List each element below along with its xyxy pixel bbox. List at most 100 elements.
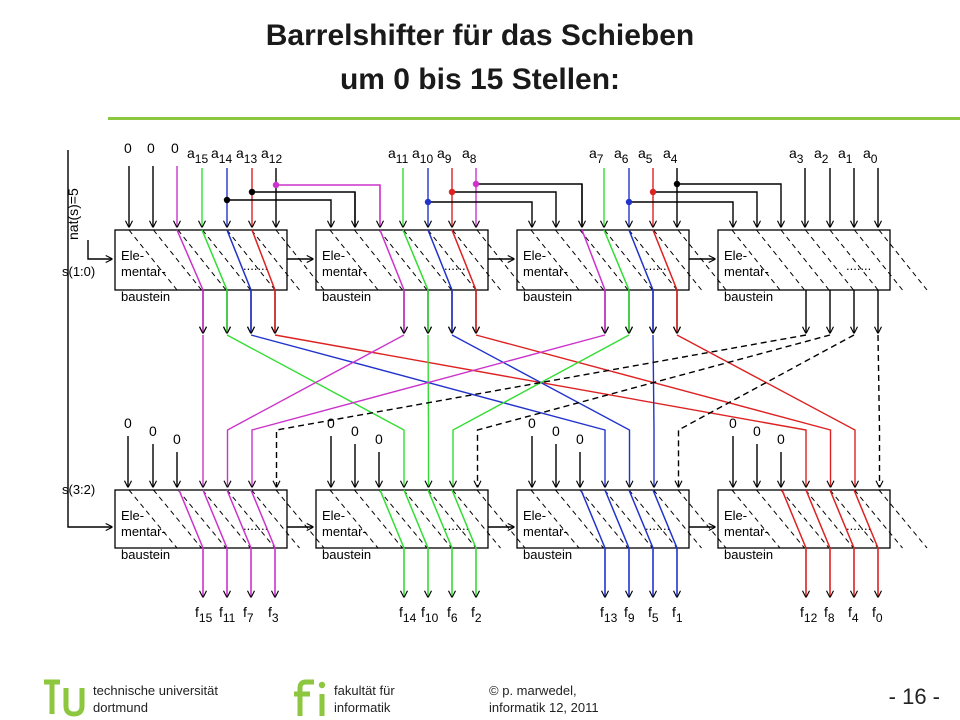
- block-label-line3: baustein: [121, 547, 170, 562]
- input-label-a7: a7: [589, 145, 604, 166]
- internal-dashed-line: [677, 229, 727, 291]
- internal-dashed-line: [756, 229, 805, 291]
- colored-path-top-2-0: [581, 229, 606, 291]
- internal-dashed-line: [452, 229, 501, 291]
- colored-path-bottom-3-2: [829, 489, 855, 549]
- block-label-line2: mentar-: [523, 264, 568, 279]
- junction-dot: [625, 198, 633, 206]
- block-label-line3: baustein: [322, 289, 371, 304]
- internal-dashed-line: [251, 229, 300, 291]
- faculty-name: fakultät für informatik: [334, 683, 395, 715]
- colored-path-top-0-0: [176, 229, 204, 291]
- colored-path-top-1-0: [379, 229, 405, 291]
- block-label-line1: Ele-: [121, 248, 144, 263]
- zero-label-bottom: 0: [124, 415, 132, 431]
- title-line-1: Barrelshifter für das Schieben: [265, 19, 695, 52]
- block-label-line2: mentar-: [523, 524, 568, 539]
- internal-dashed-line: [403, 229, 452, 291]
- internal-dashed-line: [854, 489, 903, 549]
- input-label-a12: a12: [261, 145, 282, 166]
- university-name: technische universität dortmund: [93, 683, 219, 715]
- colored-path-top-0-1: [201, 229, 228, 291]
- internal-dashed-line: [476, 489, 526, 549]
- block-label-line3: baustein: [322, 547, 371, 562]
- input-label-zero: 0: [124, 140, 132, 156]
- input-label-a0: a0: [863, 145, 878, 166]
- colored-path-bottom-2-1: [604, 489, 630, 549]
- junction-dot: [448, 188, 456, 196]
- internal-dashed-line: [653, 489, 702, 549]
- internal-dashed-line: [226, 489, 276, 549]
- internal-dashed-line: [251, 489, 300, 549]
- output-label-f8: f8: [824, 604, 835, 625]
- input-label-a15: a15: [187, 145, 208, 166]
- internal-dashed-line: [476, 229, 526, 291]
- block-label-line3: baustein: [121, 289, 170, 304]
- colored-path-bottom-2-2: [628, 489, 654, 549]
- colored-path-bottom-3-3: [853, 489, 879, 549]
- internal-dashed-line: [780, 489, 830, 549]
- zero-label-bottom: 0: [375, 431, 383, 447]
- control-line-s10: [87, 240, 112, 259]
- internal-dashed-line: [829, 229, 879, 291]
- output-label-f1: f1: [672, 604, 683, 625]
- colored-path-bottom-0-1: [202, 489, 228, 549]
- shuffle-wire-0-3: [274, 334, 806, 487]
- zero-label-bottom: 0: [552, 423, 560, 439]
- colored-path-bottom-2-0: [580, 489, 606, 549]
- input-label-a6: a6: [614, 145, 629, 166]
- internal-dashed-line: [780, 229, 830, 291]
- control-line-s32: [67, 150, 112, 527]
- shuffle-wire-3-2: [679, 334, 855, 487]
- input-branch-a5: [653, 191, 757, 227]
- output-label-f5: f5: [648, 604, 659, 625]
- output-label-f15: f15: [195, 604, 213, 625]
- input-label-a11: a11: [388, 145, 409, 166]
- zero-label-bottom: 0: [327, 415, 335, 431]
- output-label-f11: f11: [219, 604, 236, 625]
- junction-dot: [223, 196, 231, 204]
- block-dots: .......: [645, 518, 670, 533]
- block-label-line2: mentar-: [724, 524, 769, 539]
- input-branch-a9: [452, 191, 556, 227]
- internal-dashed-line: [731, 489, 781, 549]
- junction-dot: [424, 198, 432, 206]
- zero-label-bottom: 0: [173, 431, 181, 447]
- internal-dashed-line: [329, 229, 379, 291]
- colored-path-top-2-2: [628, 229, 654, 291]
- internal-dashed-line: [128, 489, 178, 549]
- zero-label-bottom: 0: [729, 415, 737, 431]
- internal-dashed-line: [177, 229, 227, 291]
- output-label-f14: f14: [399, 604, 417, 625]
- junction-dot: [673, 180, 681, 188]
- block-label-line3: baustein: [724, 289, 773, 304]
- internal-dashed-line: [756, 489, 805, 549]
- junction-dot: [649, 188, 657, 196]
- internal-dashed-line: [878, 489, 928, 549]
- internal-dashed-line: [275, 489, 325, 549]
- input-branch-a8: [476, 183, 583, 227]
- output-label-f3: f3: [268, 604, 279, 625]
- junction-dot: [248, 188, 256, 196]
- colored-path-bottom-1-1: [403, 489, 429, 549]
- block-label-line2: mentar-: [322, 264, 367, 279]
- internal-dashed-line: [177, 489, 227, 549]
- block-dots: .......: [444, 518, 469, 533]
- block-label-line1: Ele-: [322, 508, 345, 523]
- internal-dashed-line: [555, 489, 604, 549]
- internal-dashed-line: [653, 229, 702, 291]
- colored-path-top-1-3: [451, 229, 477, 291]
- colored-path-bottom-0-3: [250, 489, 276, 549]
- shuffle-wire-1-3: [475, 334, 831, 487]
- output-label-f2: f2: [471, 604, 482, 625]
- input-label-a8: a8: [462, 145, 477, 166]
- internal-dashed-line: [805, 489, 854, 549]
- shuffle-wire-1-1: [428, 334, 429, 487]
- input-label-a10: a10: [412, 145, 433, 166]
- shuffle-wire-2-2: [653, 334, 654, 487]
- internal-dashed-line: [378, 229, 428, 291]
- block-label-line2: mentar-: [724, 264, 769, 279]
- output-label-f9: f9: [624, 604, 635, 625]
- colored-path-top-1-1: [402, 229, 429, 291]
- internal-dashed-line: [354, 229, 403, 291]
